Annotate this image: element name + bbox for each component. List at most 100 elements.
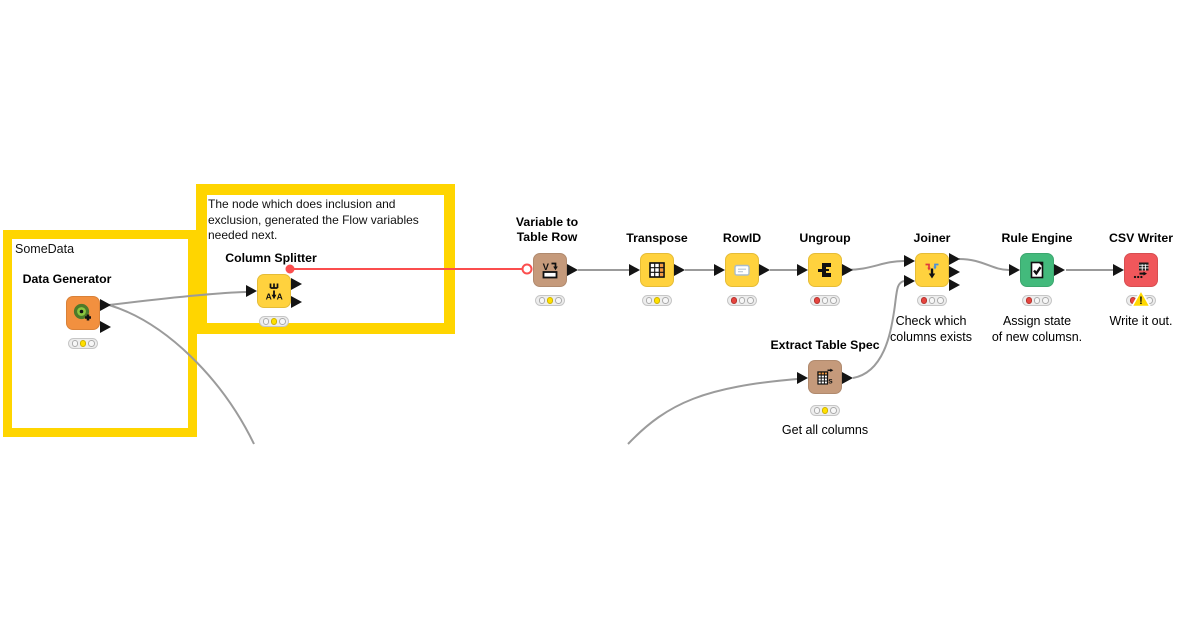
traffic-dot-2 [279,318,286,325]
node-rule-engine[interactable] [1020,253,1054,287]
traffic-dot-2 [555,297,562,304]
output-port-column-splitter-1[interactable] [291,296,302,308]
traffic-light-extract-table-spec [810,405,840,416]
traffic-dot-2 [830,297,837,304]
node-caption-csv-writer: Write it out. [1109,314,1173,328]
traffic-light-data-generator [68,338,98,349]
transpose-icon [649,262,665,278]
node-transpose[interactable] [640,253,674,287]
traffic-dot-1 [546,297,554,304]
traffic-dot-2 [88,340,95,347]
node-label-csv-writer: CSV Writer [1108,231,1174,245]
flowvariable-in-port[interactable] [521,263,533,275]
wire-datagenerator-columnsplitter[interactable] [108,291,247,306]
svg-text:A: A [277,292,283,302]
rowid-icon [734,264,750,276]
svg-text:V: V [543,262,550,273]
output-port-data-generator-0[interactable] [100,299,111,311]
wire-offscreen-extracttablespec[interactable] [627,378,798,445]
output-port-joiner-0[interactable] [949,253,960,265]
traffic-light-rowid [727,295,757,306]
traffic-dot-1 [821,407,829,414]
output-port-variable-to-table-row-0[interactable] [567,264,578,276]
traffic-dot-0 [730,297,737,304]
node-caption-rule-engine: of new columsn. [991,330,1083,344]
traffic-dot-0 [645,297,652,304]
wire-datagenerator-offscreen[interactable] [108,304,255,445]
output-port-column-splitter-0[interactable] [291,278,302,290]
input-port-ungroup-0[interactable] [796,264,808,276]
output-port-joiner-2[interactable] [949,279,960,291]
input-port-transpose-0[interactable] [628,264,640,276]
node-label-data-generator: Data Generator [22,272,112,286]
svg-text:!: ! [1139,295,1143,307]
traffic-dot-2 [747,297,754,304]
rule-engine-icon [1030,261,1044,279]
data-generator-icon [73,303,91,321]
traffic-dot-1 [653,297,661,304]
svg-text:s: s [828,377,833,386]
annotation-box-flow-variables[interactable]: The node which does inclusion and exclus… [196,184,455,334]
node-extract-table-spec[interactable]: s [808,360,842,394]
output-port-rule-engine-0[interactable] [1054,264,1065,276]
node-label-ungroup: Ungroup [799,231,851,245]
traffic-dot-1 [270,318,278,325]
node-rowid[interactable] [725,253,759,287]
wire-extracttablespec-joiner[interactable] [852,280,905,379]
output-port-data-generator-1[interactable] [100,321,111,333]
traffic-dot-0 [813,407,820,414]
node-caption-joiner: Check which [895,314,967,328]
node-ungroup[interactable] [808,253,842,287]
output-port-ungroup-0[interactable] [842,264,853,276]
output-port-transpose-0[interactable] [674,264,685,276]
csv-writer-icon [1133,262,1149,279]
node-label-transpose: Transpose [626,231,688,245]
traffic-light-ungroup [810,295,840,306]
traffic-light-rule-engine [1022,295,1052,306]
node-label-extract-table-spec: Extract Table Spec [770,338,880,352]
traffic-dot-0 [920,297,927,304]
traffic-dot-2 [662,297,669,304]
output-port-joiner-1[interactable] [949,266,960,278]
node-csv-writer[interactable] [1124,253,1158,287]
traffic-dot-0 [1025,297,1032,304]
traffic-light-transpose [642,295,672,306]
input-port-joiner-0[interactable] [903,255,915,267]
traffic-light-joiner [917,295,947,306]
node-label-variable-to-table-row: Table Row [516,230,578,244]
input-port-joiner-1[interactable] [903,275,915,287]
output-port-rowid-0[interactable] [759,264,770,276]
output-port-extract-table-spec-0[interactable] [842,372,853,384]
flowvariable-out-port[interactable] [285,264,295,274]
annotation-text: The node which does inclusion and exclus… [208,197,419,242]
node-variable-to-table-row[interactable]: V [533,253,567,287]
node-caption-rule-engine: Assign state [1002,314,1072,328]
node-label-rowid: RowID [722,231,762,245]
traffic-dot-2 [1042,297,1049,304]
node-data-generator[interactable] [66,296,100,330]
warning-triangle-icon: ! [1130,288,1152,313]
traffic-dot-1 [821,297,829,304]
traffic-dot-1 [928,297,936,304]
traffic-dot-1 [1033,297,1041,304]
node-caption-extract-table-spec: Get all columns [781,423,869,437]
input-port-column-splitter-0[interactable] [245,285,257,297]
traffic-dot-1 [79,340,87,347]
traffic-dot-2 [937,297,944,304]
wire-ungroup-joiner[interactable] [844,260,905,271]
ungroup-icon [818,263,831,277]
extract-table-spec-icon: s [817,368,834,386]
input-port-rowid-0[interactable] [713,264,725,276]
traffic-light-variable-to-table-row [535,295,565,306]
wire-joiner-ruleengine[interactable] [958,258,1010,271]
input-port-rule-engine-0[interactable] [1008,264,1020,276]
traffic-dot-0 [71,340,78,347]
node-joiner[interactable] [915,253,949,287]
traffic-dot-1 [738,297,746,304]
input-port-extract-table-spec-0[interactable] [796,372,808,384]
input-port-csv-writer-0[interactable] [1112,264,1124,276]
